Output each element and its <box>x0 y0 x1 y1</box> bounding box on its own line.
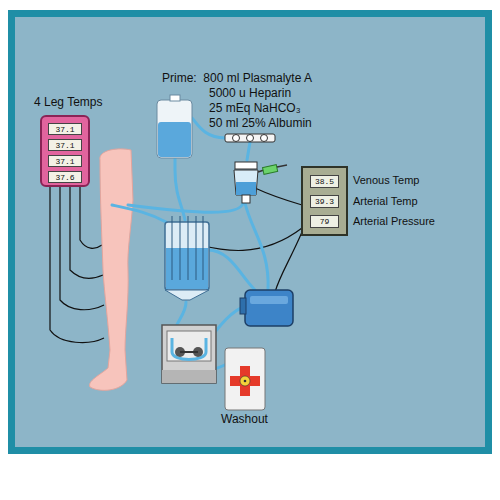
stopcock <box>261 135 268 142</box>
temperature-monitor: 37.137.137.137.64 Leg Temps <box>40 115 90 187</box>
heater-port <box>240 298 246 314</box>
hazard-dot <box>244 380 247 383</box>
pump-base <box>162 370 216 383</box>
bag-outline <box>157 100 192 158</box>
pump-head <box>167 331 211 361</box>
syringe-barrel <box>263 165 278 175</box>
reservoir-ports <box>172 216 203 280</box>
trap-fluid <box>236 182 256 195</box>
iv-bag <box>157 95 192 158</box>
red-cross <box>230 376 260 386</box>
roller-arm <box>180 351 198 353</box>
heater-panel <box>250 296 288 304</box>
frame <box>8 10 492 454</box>
trap-outlet <box>242 195 250 203</box>
bag-outline <box>225 348 265 410</box>
probe-wires <box>50 187 302 343</box>
hazard-symbol <box>240 376 250 386</box>
port <box>172 216 173 280</box>
pump-tube <box>172 338 206 360</box>
probe-wire <box>80 187 102 248</box>
readout-label: Venous Temp <box>353 174 419 187</box>
part-label: Washout <box>221 413 268 427</box>
temp-readout: 37.1 <box>48 123 82 135</box>
port <box>180 216 181 280</box>
pressure-readout: 79 <box>310 215 339 228</box>
venous-temp-readout: 38.5 <box>310 175 339 188</box>
reservoir <box>165 216 209 300</box>
washout-bag <box>225 348 265 410</box>
reservoir-funnel <box>165 290 209 300</box>
probe-wire <box>50 187 104 343</box>
red-cross <box>240 366 250 396</box>
heater-body <box>245 290 293 326</box>
temp-readout: 37.1 <box>48 139 82 151</box>
stopcock <box>233 135 240 142</box>
panel <box>15 17 485 447</box>
readout-value: 39.3 <box>315 197 334 206</box>
arterial-temp-readout: 39.3 <box>310 195 339 208</box>
port <box>203 216 204 280</box>
prime-note: 50 ml 25% Albumin <box>209 117 312 131</box>
probe-wire <box>60 187 104 310</box>
tubing <box>112 118 268 370</box>
tube <box>245 203 268 290</box>
port <box>196 216 197 280</box>
monitor-wire <box>255 188 302 205</box>
leg <box>90 149 133 390</box>
readout-value: 37.1 <box>55 125 74 134</box>
tube <box>247 142 250 160</box>
bag-fluid <box>158 122 191 157</box>
temp-readout: 37.1 <box>48 155 82 167</box>
readout-value: 38.5 <box>315 177 334 186</box>
temp-readout: 37.6 <box>48 171 82 183</box>
monitor-heading: 4 Leg Temps <box>34 95 103 109</box>
readout-value: 37.1 <box>55 157 74 166</box>
readout-value: 37.1 <box>55 141 74 150</box>
prime-note: Prime: 800 ml Plasmalyte A <box>162 72 312 86</box>
trap-cap <box>235 162 257 169</box>
bubble-trap <box>234 162 287 203</box>
monitor-wire <box>200 228 302 251</box>
bag-hanger <box>170 95 180 101</box>
roller-pump <box>162 325 216 383</box>
probe-wire <box>70 187 103 278</box>
readout-label: Arterial Temp <box>353 195 418 208</box>
prime-note: 5000 u Heparin <box>209 87 291 101</box>
trap-body <box>234 170 258 195</box>
tube <box>208 250 255 290</box>
stopcock <box>247 135 254 142</box>
pump-body <box>162 325 216 383</box>
heater-cooler <box>240 290 293 326</box>
readout-value: 37.6 <box>55 173 74 182</box>
readout-value: 79 <box>320 217 330 226</box>
syringe-plunger <box>277 165 287 167</box>
prime-note: 25 mEq NaHCO₃ <box>209 102 301 116</box>
tube <box>128 203 243 212</box>
monitor-wire <box>275 232 302 292</box>
port <box>188 216 189 280</box>
monitor-housing <box>302 167 347 235</box>
manifold-body <box>225 134 275 142</box>
readout-label: Arterial Pressure <box>353 215 435 228</box>
stopcock-manifold <box>225 134 275 142</box>
